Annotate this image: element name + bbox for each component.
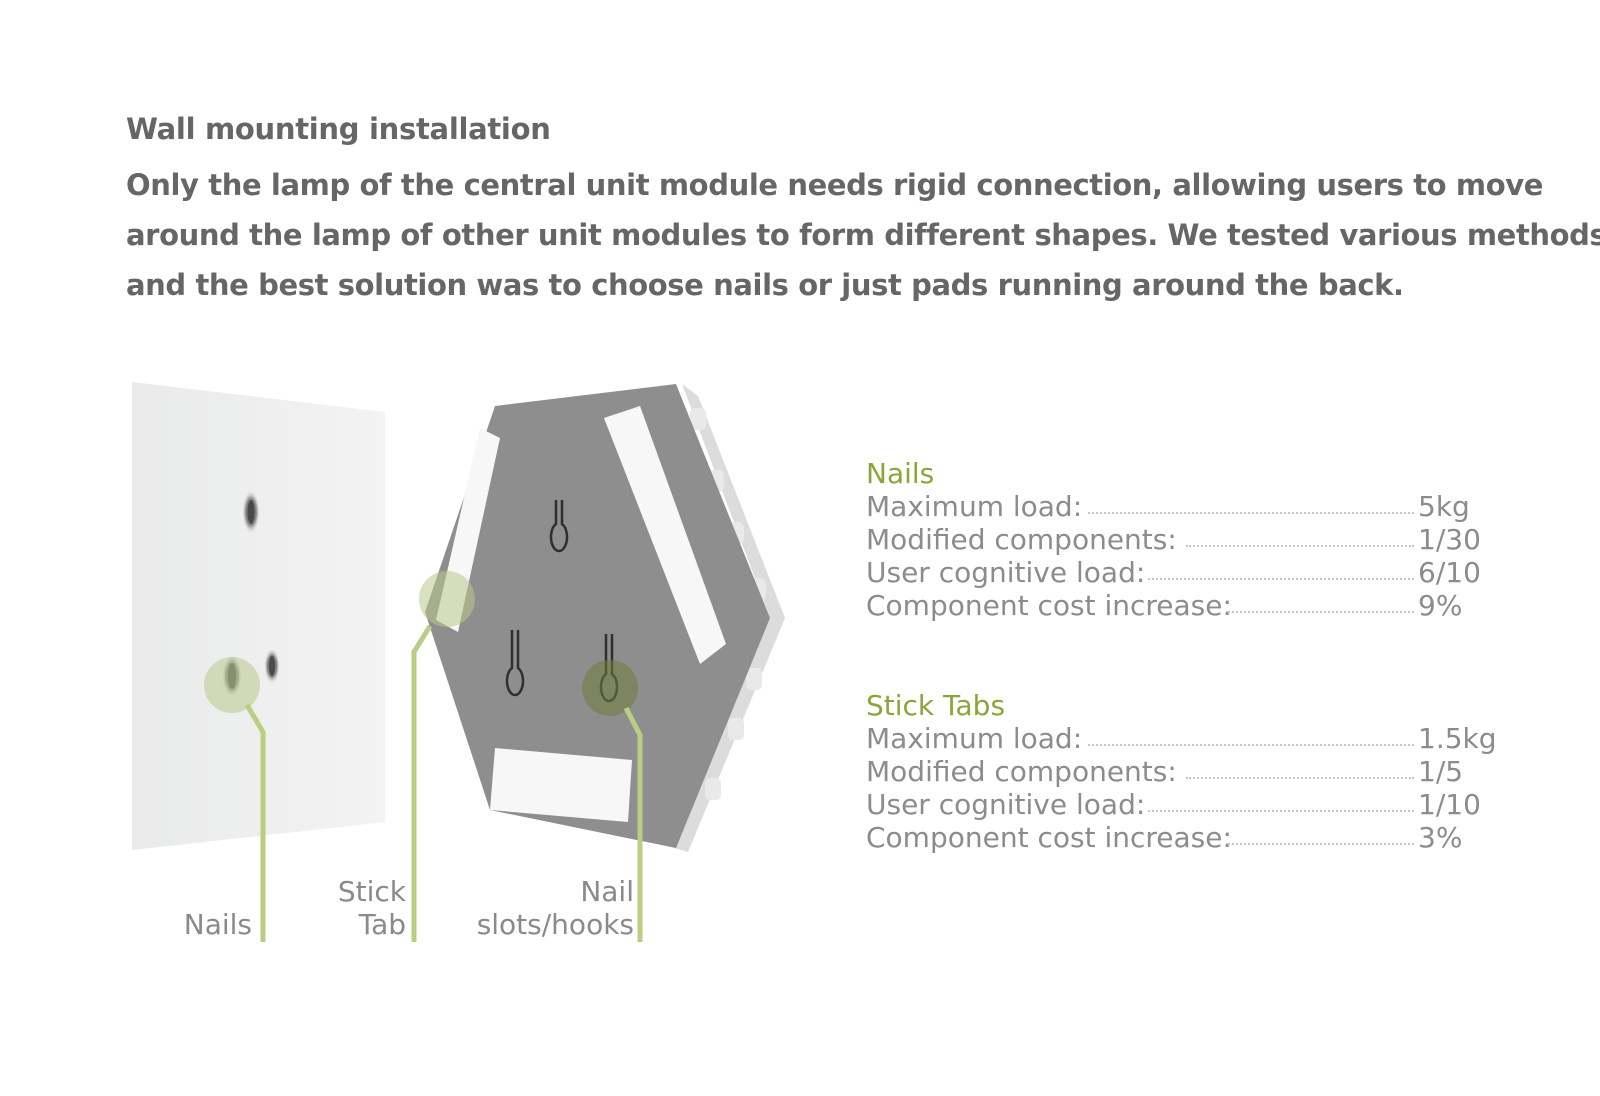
spec-row: Modified components: 1/30 — [866, 523, 1506, 556]
description-line: Only the lamp of the central unit module… — [126, 168, 1543, 202]
spec-stick-tabs: Stick Tabs Maximum load: 1.5kg Modified … — [866, 689, 1506, 855]
spec-label: Maximum load: — [866, 722, 1083, 755]
spec-value: 1.5kg — [1418, 722, 1497, 755]
spec-value: 6/10 — [1418, 556, 1481, 589]
callout-label-nail-slots: Nail slots/hooks — [476, 875, 634, 941]
spec-value: 1/5 — [1418, 755, 1464, 788]
description-paragraph: Only the lamp of the central unit module… — [126, 160, 1600, 310]
nail-slot-icon — [549, 500, 569, 553]
spec-title: Nails — [866, 457, 935, 490]
stick-tab-bottom — [490, 748, 632, 822]
highlight-nail — [204, 657, 260, 713]
stick-tab-right — [604, 406, 726, 664]
spec-value: 5kg — [1418, 490, 1470, 523]
spec-label: Component cost increase: — [866, 821, 1232, 854]
spec-label: Modified components: — [866, 523, 1177, 556]
callout-label-nails: Nails — [183, 908, 252, 941]
highlight-stick-tab — [419, 571, 475, 627]
spec-row: Component cost increase: 3% — [866, 821, 1506, 854]
nail-slot-icon — [505, 630, 525, 697]
spec-value: 9% — [1418, 589, 1463, 622]
spec-row: Maximum load: 5kg — [866, 490, 1506, 523]
spec-label: User cognitive load: — [866, 788, 1146, 821]
spec-label: Component cost increase: — [866, 589, 1232, 622]
spec-nails: Nails Maximum load: 5kg Modified compone… — [866, 457, 1506, 623]
lamp-module-back — [425, 384, 770, 848]
spec-value: 1/10 — [1418, 788, 1481, 821]
lamp-edge — [674, 384, 785, 852]
description-line: and the best solution was to choose nail… — [126, 268, 1404, 302]
spec-row: User cognitive load: 1/10 — [866, 788, 1506, 821]
spec-title: Stick Tabs — [866, 689, 1006, 722]
spec-row: Modified components: 1/5 — [866, 755, 1506, 788]
spec-value: 1/30 — [1418, 523, 1481, 556]
spec-row: User cognitive load: 6/10 — [866, 556, 1506, 589]
page-title: Wall mounting installation — [126, 112, 551, 146]
spec-row: Component cost increase: 9% — [866, 589, 1506, 622]
spec-label: Maximum load: — [866, 490, 1083, 523]
spec-label: Modified components: — [866, 755, 1177, 788]
spec-row: Maximum load: 1.5kg — [866, 722, 1506, 755]
callout-label-stick-tab: Stick Tab — [337, 875, 406, 941]
spec-value: 3% — [1418, 821, 1463, 854]
callout-lines — [244, 624, 643, 942]
description-line: around the lamp of other unit modules to… — [126, 218, 1600, 252]
highlight-nail-slot — [582, 660, 638, 716]
wall-panel — [132, 382, 385, 850]
spec-label: User cognitive load: — [866, 556, 1146, 589]
